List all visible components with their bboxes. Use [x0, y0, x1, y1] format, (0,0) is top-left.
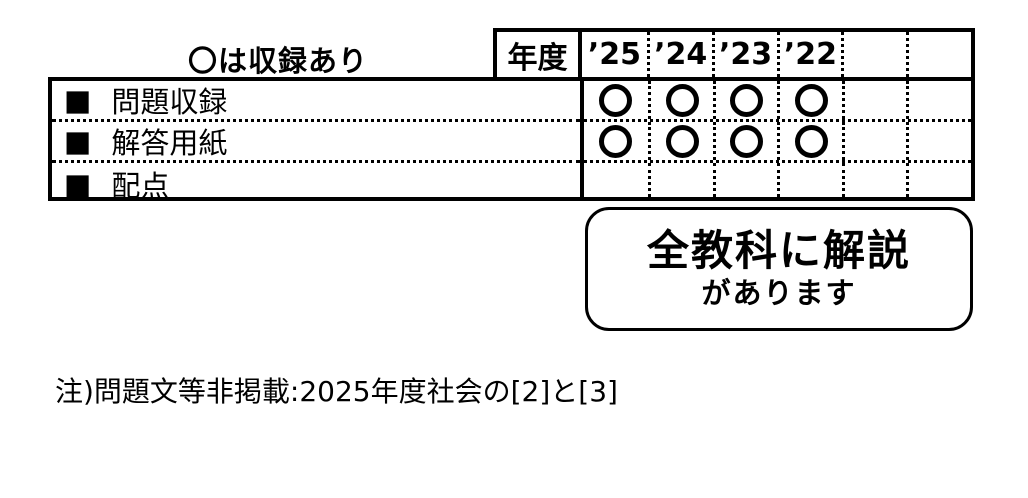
table-row-marks-kaitou [583, 122, 971, 163]
year-column-label-22: ’22 [776, 32, 842, 77]
availability-cell [777, 163, 842, 197]
row-label-text: 配点 [111, 169, 170, 203]
availability-cell [906, 81, 971, 119]
year-column-label-empty-2 [906, 32, 971, 77]
year-header-cell: 年度 [493, 28, 582, 77]
table-row-label-mondai: ■ 問題収録 [52, 81, 580, 122]
availability-cell [777, 81, 842, 119]
availability-cell [777, 122, 842, 160]
availability-cell [712, 81, 778, 119]
availability-cell [906, 163, 971, 197]
year-column-label-25: ’25 [587, 37, 641, 72]
callout-subtitle: があります [701, 275, 857, 310]
availability-cell [648, 163, 713, 197]
availability-cell [841, 163, 907, 197]
included-circle-icon [599, 83, 633, 117]
black-square-bullet: ■ [64, 123, 92, 158]
year-columns: ’25 ’24 ’23 ’22 [582, 28, 975, 77]
table-row-marks-mondai [583, 81, 971, 122]
year-column-label-24: ’24 [646, 32, 712, 77]
availability-cell [648, 122, 713, 160]
included-circle-icon [794, 83, 828, 117]
row-label-text: 問題収録 [111, 85, 228, 119]
availability-cell [584, 122, 649, 160]
year-column-label-empty-1 [841, 32, 906, 77]
year-column-label-23: ’23 [711, 32, 777, 77]
black-square-bullet: ■ [64, 166, 92, 201]
table-row-label-kaitou: ■ 解答用紙 [52, 122, 580, 163]
availability-cell [841, 81, 907, 119]
included-circle-icon [599, 124, 633, 158]
availability-cell [841, 122, 907, 160]
footnote: 注)問題文等非掲載:2025年度社会の[2]と[3] [55, 375, 618, 408]
availability-cell [906, 122, 971, 160]
row-labels-column: ■ 問題収録 ■ 解答用紙 ■ 配点 [52, 81, 580, 203]
included-circle-icon [730, 83, 764, 117]
included-circle-icon [665, 124, 699, 158]
availability-cell [584, 81, 649, 119]
callout-box: 全教科に解説 があります [585, 207, 973, 331]
included-circle-icon [665, 83, 699, 117]
availability-cell [648, 81, 713, 119]
table-row-marks-haiten [584, 163, 971, 197]
availability-cell [712, 122, 778, 160]
availability-table: ■ 問題収録 ■ 解答用紙 ■ 配点 [48, 77, 975, 203]
year-header-row: 年度 ’25 ’24 ’23 ’22 [493, 28, 975, 77]
legend-note: 〇は収録あり [188, 44, 369, 78]
table-row-label-haiten: ■ 配点 [52, 163, 580, 205]
black-square-bullet: ■ [64, 82, 92, 117]
included-circle-icon [730, 124, 764, 158]
callout-title: 全教科に解説 [646, 226, 911, 276]
availability-cell [584, 163, 649, 197]
availability-grid [579, 81, 971, 197]
included-circle-icon [794, 124, 828, 158]
availability-cell [712, 163, 778, 197]
row-label-text: 解答用紙 [111, 126, 228, 160]
